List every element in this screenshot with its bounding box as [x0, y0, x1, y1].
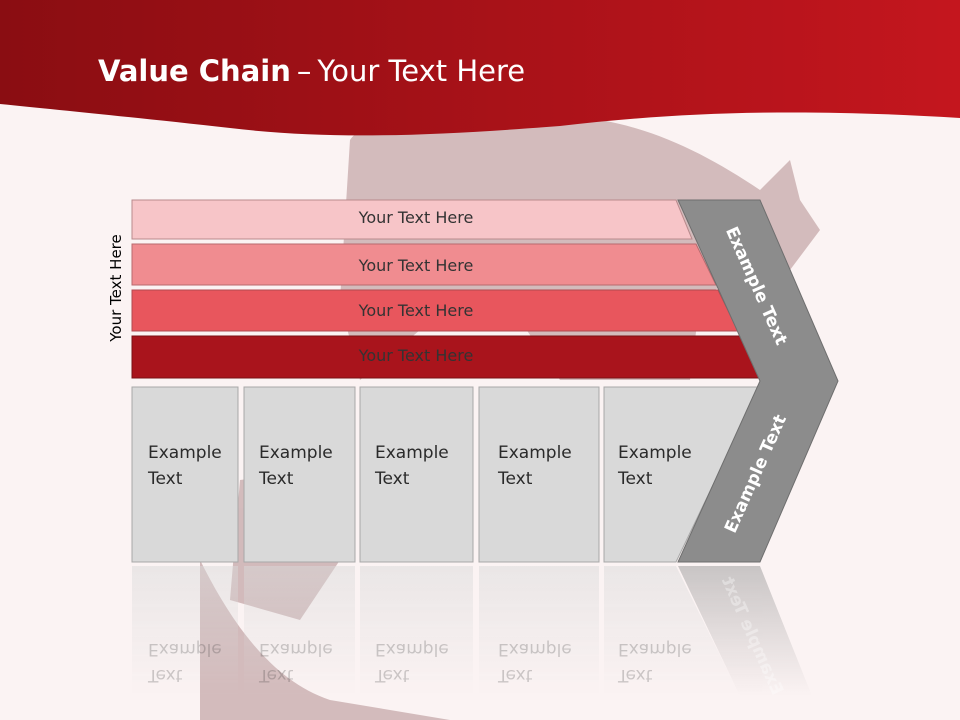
row-label-3: Your Text Here	[358, 301, 474, 320]
reflection-line1: Example	[498, 639, 572, 659]
title-rest: Your Text Here	[317, 54, 526, 88]
cell-box-2	[243, 386, 356, 563]
cell-text-1: Example Text	[148, 440, 222, 492]
reflection-text-5: Text Example	[618, 636, 692, 688]
cell-line1: Example	[618, 443, 692, 463]
reflection-line2: Text	[618, 665, 653, 685]
cell-line2: Text	[498, 469, 533, 489]
row-bar-1	[131, 199, 693, 240]
cell-line2: Text	[375, 469, 410, 489]
reflection-line1: Example	[375, 639, 449, 659]
cell-text-3: Example Text	[375, 440, 449, 492]
reflection-line1: Example	[259, 639, 333, 659]
cell-text-4: Example Text	[498, 440, 572, 492]
reflection-line2: Text	[498, 665, 533, 685]
reflection-text-3: Text Example	[375, 636, 449, 688]
vertical-axis-label: Your Text Here	[107, 234, 125, 342]
title-bold: Value Chain	[98, 54, 291, 88]
cell-text-2: Example Text	[259, 440, 333, 492]
row-label-1: Your Text Here	[358, 208, 474, 227]
cell-line1: Example	[148, 443, 222, 463]
reflection-line1: Example	[148, 639, 222, 659]
reflection-line2: Text	[375, 665, 410, 685]
reflection-line2: Text	[259, 665, 294, 685]
slide-title: Value Chain–Your Text Here	[98, 54, 525, 88]
cell-line1: Example	[375, 443, 449, 463]
reflection-text-2: Text Example	[259, 636, 333, 688]
cell-line2: Text	[259, 469, 294, 489]
cell-line1: Example	[259, 443, 333, 463]
row-label-2: Your Text Here	[358, 256, 474, 275]
cell-text-5: Example Text	[618, 440, 692, 492]
cell-box-3	[359, 386, 474, 563]
reflection-line2: Text	[148, 665, 183, 685]
reflection	[132, 566, 812, 696]
cell-line2: Text	[618, 469, 653, 489]
reflection-text-4: Text Example	[498, 636, 572, 688]
reflection-text-1: Text Example	[148, 636, 222, 688]
cell-box-4	[478, 386, 600, 563]
title-separator: –	[296, 54, 312, 88]
cell-box-5	[603, 386, 761, 563]
cell-box-1	[131, 386, 239, 563]
reflection-line1: Example	[618, 639, 692, 659]
chevron-arrow	[677, 199, 839, 563]
cell-line2: Text	[148, 469, 183, 489]
cell-line1: Example	[498, 443, 572, 463]
row-label-4: Your Text Here	[358, 346, 474, 365]
